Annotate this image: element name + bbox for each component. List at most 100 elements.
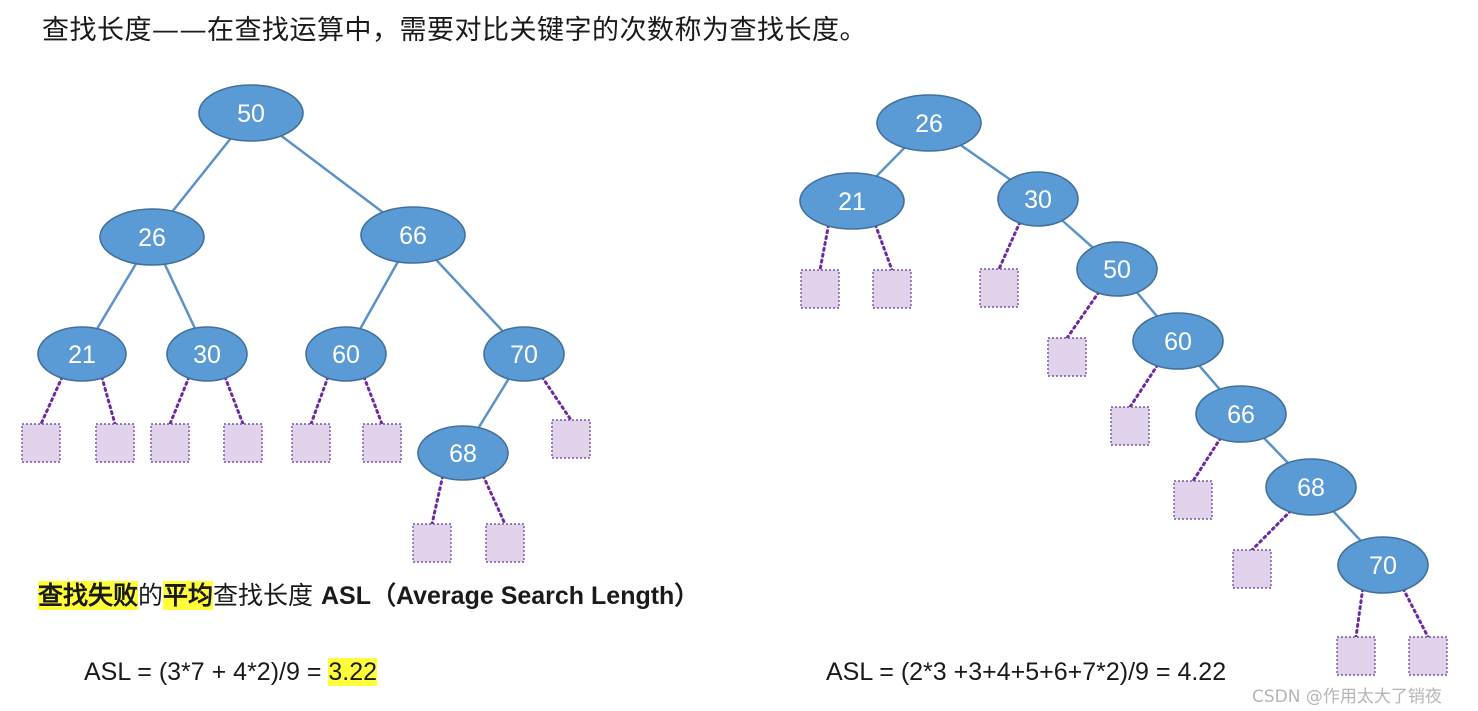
failure-edge xyxy=(430,474,445,526)
failure-leaf xyxy=(95,423,135,463)
watermark: CSDN @作用太大了销夜 xyxy=(1252,687,1442,707)
tree-node: 21 xyxy=(37,326,127,382)
failure-leaf xyxy=(872,269,912,309)
tree-node: 50 xyxy=(198,84,304,142)
failure-edge xyxy=(223,375,245,426)
tree-node: 68 xyxy=(1265,458,1357,516)
failure-edge xyxy=(1191,436,1223,483)
failure-leaf xyxy=(1173,480,1213,520)
page-heading: 查找长度——在查找运算中，需要对比关键字的次数称为查找长度。 xyxy=(42,15,867,46)
node-label: 21 xyxy=(838,188,866,216)
failure-leaf xyxy=(800,269,840,309)
asl-title-abbrev: ASL（Average Search Length） xyxy=(321,582,700,610)
failure-edge xyxy=(362,375,384,426)
node-ellipse xyxy=(1337,536,1429,594)
failure-edge xyxy=(1354,587,1365,639)
tree-node: 68 xyxy=(417,425,509,481)
tree-node: 70 xyxy=(1337,536,1429,594)
failure-leaf xyxy=(1336,636,1376,676)
node-label: 21 xyxy=(68,341,96,369)
failure-edge xyxy=(100,375,117,426)
failure-edge xyxy=(1065,290,1101,340)
node-label: 68 xyxy=(449,440,477,468)
tree-node: 21 xyxy=(799,172,905,230)
tree-node: 26 xyxy=(99,208,205,266)
failure-leaves-layer xyxy=(21,268,1448,676)
right-asl-formula: ASL = (2*3 +3+4+5+6+7*2)/9 = 4.22 xyxy=(826,658,1227,686)
highlight-failure: 查找失败 xyxy=(38,581,139,610)
failure-edge xyxy=(1128,363,1160,409)
node-ellipse xyxy=(483,326,565,382)
node-label: 68 xyxy=(1297,474,1325,502)
failure-leaf xyxy=(485,523,525,563)
node-label: 70 xyxy=(1369,552,1397,580)
node-label: 66 xyxy=(1227,401,1255,429)
tree-node: 70 xyxy=(483,326,565,382)
node-ellipse xyxy=(198,84,304,142)
node-label: 60 xyxy=(1164,328,1192,356)
highlight-average: 平均 xyxy=(163,581,214,610)
node-label: 26 xyxy=(915,110,943,138)
failure-leaf xyxy=(979,268,1019,308)
left-formula-text: ASL = (3*7 + 4*2)/9 = xyxy=(84,658,329,686)
node-ellipse xyxy=(166,326,248,382)
failure-leaf xyxy=(1110,406,1150,446)
failure-leaf xyxy=(291,423,331,463)
failure-edge xyxy=(873,223,894,272)
failure-edge xyxy=(1401,587,1430,639)
asl-title-search-length: 查找长度 xyxy=(213,581,321,610)
tree-node: 60 xyxy=(1132,312,1224,370)
failure-edge xyxy=(997,220,1022,271)
node-label: 50 xyxy=(1103,256,1131,284)
node-label: 60 xyxy=(332,341,360,369)
tree-node: 26 xyxy=(876,94,982,152)
tree-node: 66 xyxy=(1195,385,1287,443)
failure-edge xyxy=(309,375,330,426)
tree-node: 30 xyxy=(166,326,248,382)
node-label: 30 xyxy=(1024,186,1052,214)
left-formula-result: 3.22 xyxy=(328,658,378,686)
node-ellipse xyxy=(997,171,1079,227)
node-ellipse xyxy=(37,326,127,382)
failure-leaf xyxy=(362,423,402,463)
node-ellipse xyxy=(1265,458,1357,516)
failure-leaf xyxy=(1047,337,1087,377)
node-label: 50 xyxy=(237,100,265,128)
asl-title: 查找失败的平均查找长度 ASL（Average Search Length） xyxy=(38,576,699,612)
nodes-layer: 50 26 66 21 30 60 70 68 26 21 30 50 60 66 68 70 xyxy=(37,84,1429,594)
failure-edge xyxy=(1250,509,1293,552)
failure-leaf xyxy=(412,523,452,563)
node-ellipse xyxy=(305,326,387,382)
failure-leaf xyxy=(1232,549,1272,589)
node-ellipse xyxy=(417,425,509,481)
tree-node: 30 xyxy=(997,171,1079,227)
node-label: 26 xyxy=(138,224,166,252)
node-label: 66 xyxy=(399,222,427,250)
tree-node: 60 xyxy=(305,326,387,382)
failure-leaf xyxy=(21,423,61,463)
asl-title-de: 的 xyxy=(138,581,164,610)
failure-leaf xyxy=(150,423,190,463)
node-label: 30 xyxy=(193,341,221,369)
failure-edge xyxy=(481,474,507,526)
node-label: 70 xyxy=(510,341,538,369)
node-ellipse xyxy=(1076,241,1158,297)
failure-edge xyxy=(168,375,191,426)
left-asl-formula: ASL = (3*7 + 4*2)/9 = 3.22 xyxy=(84,658,378,687)
failure-edge xyxy=(39,375,64,426)
node-ellipse xyxy=(1195,385,1287,443)
node-ellipse xyxy=(99,208,205,266)
tree-node: 66 xyxy=(360,206,466,264)
node-ellipse xyxy=(1132,312,1224,370)
node-ellipse xyxy=(799,172,905,230)
failure-leaf xyxy=(223,423,263,463)
failure-edge xyxy=(540,375,573,422)
failure-leaf xyxy=(1408,636,1448,676)
tree-node: 50 xyxy=(1076,241,1158,297)
failure-edge xyxy=(818,223,831,272)
failure-leaf xyxy=(551,419,591,459)
edges-layer xyxy=(39,112,1430,639)
node-ellipse xyxy=(876,94,982,152)
node-ellipse xyxy=(360,206,466,264)
